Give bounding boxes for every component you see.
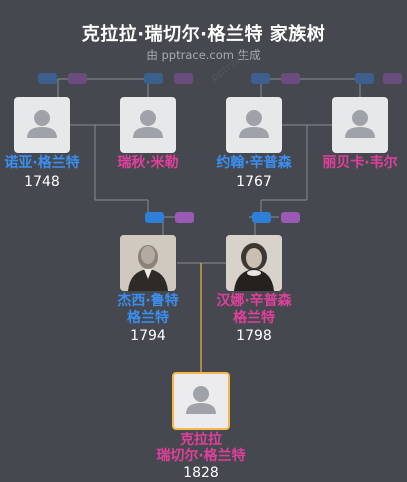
person-name-hannah-line1[interactable]: 汉娜·辛普森 bbox=[216, 293, 292, 309]
person-silhouette-icon bbox=[27, 110, 57, 138]
mother-link-chip[interactable] bbox=[281, 73, 300, 84]
father-link-chip[interactable] bbox=[144, 73, 163, 84]
father-link-chip[interactable] bbox=[355, 73, 374, 84]
person-photo-clara[interactable] bbox=[172, 372, 230, 430]
person-name-jesse-line2[interactable]: 格兰特 bbox=[127, 310, 169, 326]
person-photo-noah[interactable] bbox=[14, 97, 70, 153]
father-link-chip[interactable] bbox=[251, 73, 270, 84]
person-name-john[interactable]: 约翰·辛普森 bbox=[216, 155, 292, 171]
person-silhouette-icon bbox=[133, 110, 163, 138]
portrait-photo-icon bbox=[226, 235, 282, 291]
person-photo-hannah[interactable] bbox=[226, 235, 282, 291]
person-name-clara-line1[interactable]: 克拉拉 bbox=[180, 432, 222, 448]
person-photo-jesse[interactable] bbox=[120, 235, 176, 291]
person-year-clara: 1828 bbox=[183, 465, 219, 481]
person-silhouette-icon bbox=[345, 110, 375, 138]
father-link-chip[interactable] bbox=[38, 73, 57, 84]
person-photo-rachel[interactable] bbox=[120, 97, 176, 153]
person-name-rachel[interactable]: 瑞秋·米勒 bbox=[117, 155, 179, 171]
person-name-jesse-line1[interactable]: 杰西·鲁特 bbox=[117, 293, 179, 309]
person-name-noah[interactable]: 诺亚·格兰特 bbox=[4, 155, 80, 171]
person-year-hannah: 1798 bbox=[236, 328, 272, 344]
mother-link-chip[interactable] bbox=[383, 73, 402, 84]
person-photo-rebecca[interactable] bbox=[332, 97, 388, 153]
person-name-hannah-line2[interactable]: 格兰特 bbox=[233, 310, 275, 326]
person-year-noah: 1748 bbox=[24, 174, 60, 190]
page-title: 克拉拉·瑞切尔·格兰特 家族树 bbox=[81, 24, 326, 45]
mother-link-chip[interactable] bbox=[174, 73, 193, 84]
person-name-clara-line2[interactable]: 瑞切尔·格兰特 bbox=[156, 448, 246, 464]
mother-link-chip[interactable] bbox=[281, 212, 300, 223]
person-photo-john[interactable] bbox=[226, 97, 282, 153]
mother-link-chip[interactable] bbox=[68, 73, 87, 84]
mother-link-chip[interactable] bbox=[175, 212, 194, 223]
father-link-chip[interactable] bbox=[252, 212, 271, 223]
person-silhouette-icon bbox=[239, 110, 269, 138]
person-year-jesse: 1794 bbox=[130, 328, 166, 344]
father-link-chip[interactable] bbox=[145, 212, 164, 223]
person-silhouette-icon bbox=[186, 386, 216, 414]
person-year-john: 1767 bbox=[236, 174, 272, 190]
page-subtitle: 由 pptrace.com 生成 bbox=[146, 48, 261, 62]
person-name-rebecca[interactable]: 丽贝卡·韦尔 bbox=[322, 155, 398, 171]
portrait-photo-icon bbox=[120, 235, 176, 291]
